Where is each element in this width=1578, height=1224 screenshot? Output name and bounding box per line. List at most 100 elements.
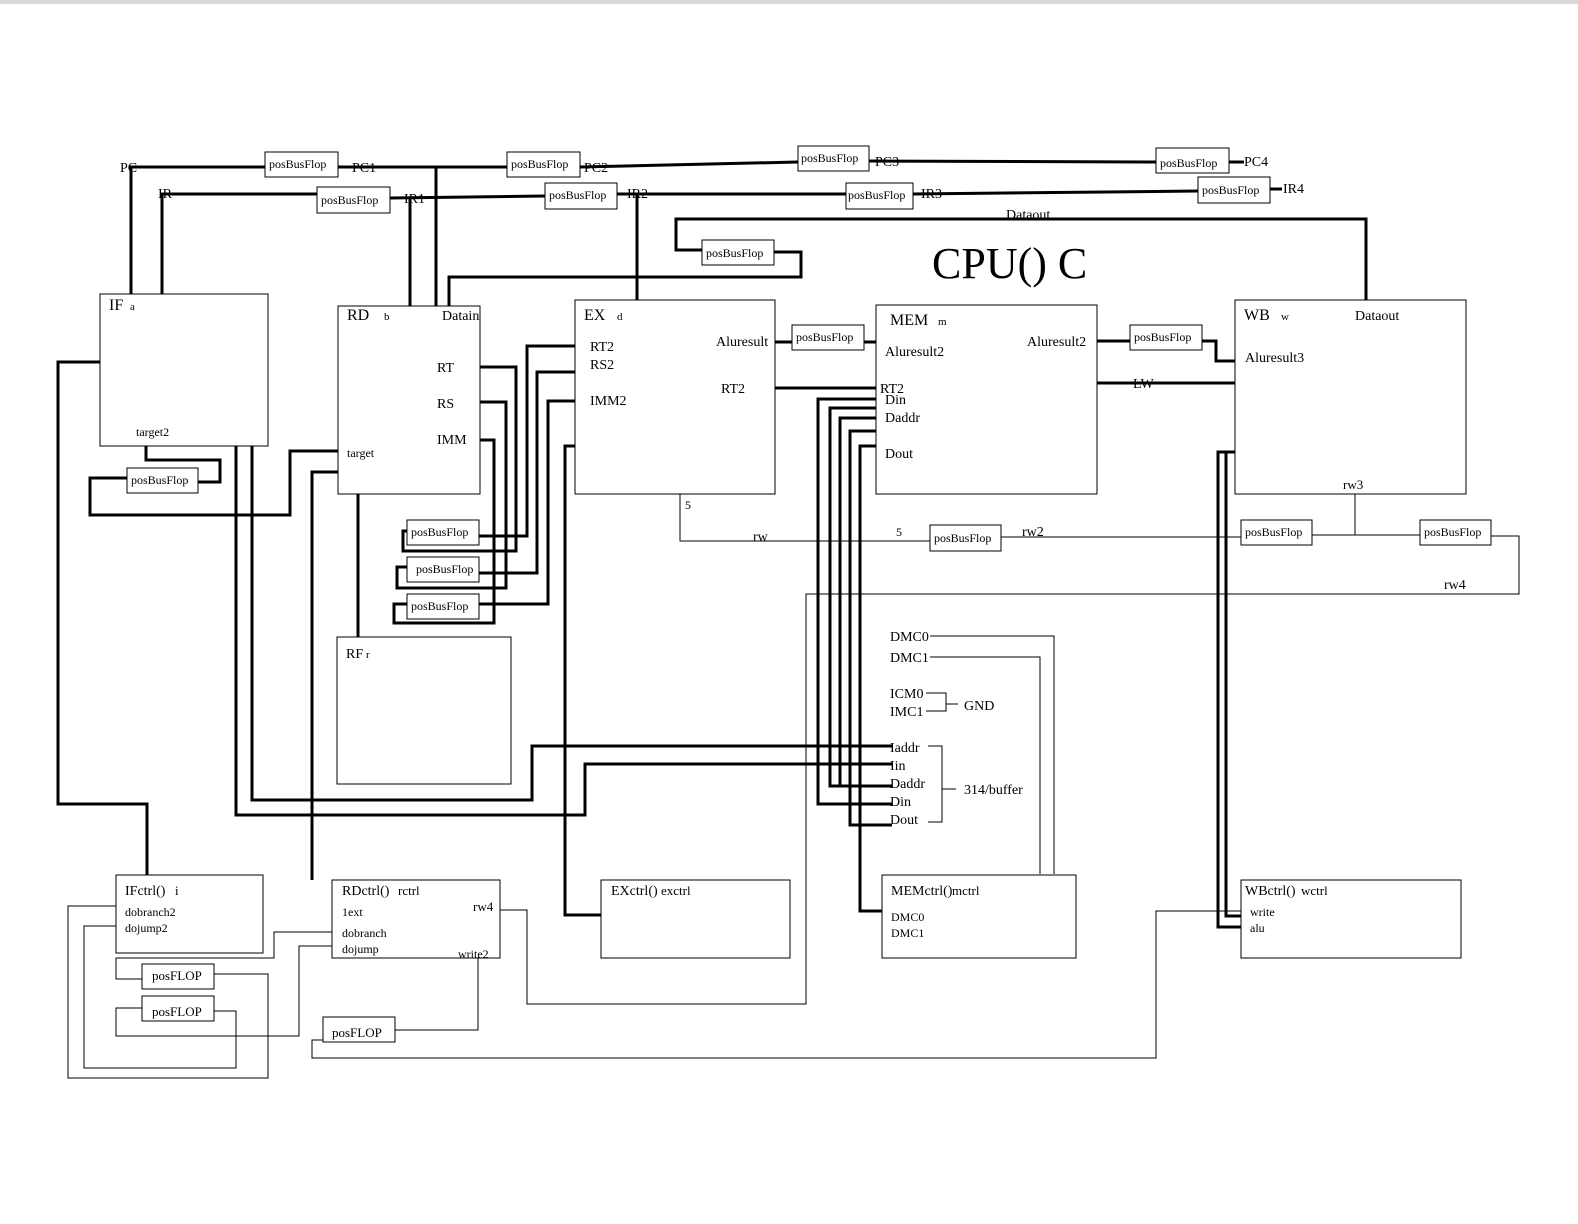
flop-label: posBusFlop (411, 599, 468, 613)
block-ifctrl-inst: i (175, 883, 179, 898)
label-dmc0: DMC0 (890, 630, 929, 645)
block-rf: RF r (336, 636, 512, 785)
block-rdctrl-name: RDctrl() (342, 884, 390, 899)
label-dataout: Dataout (1006, 208, 1050, 223)
block-mem-name: MEM (890, 312, 928, 329)
top-border (0, 0, 1578, 4)
block-rd-name: RD (347, 307, 369, 324)
ctrl-flop-label: posFLOP (152, 1004, 202, 1019)
wire-flop-rs2 (479, 370, 575, 575)
block-memctrl-inst: mctrl (952, 883, 980, 898)
label-pc1: PC1 (352, 161, 376, 176)
wire-daddr-b (838, 416, 876, 786)
port-write: write (1250, 905, 1275, 919)
block-mem-inst: m (938, 316, 947, 328)
port-alu: alu (1250, 921, 1265, 935)
flop-aluresult2: posBusFlop (1129, 324, 1203, 351)
wire-pc3 (868, 159, 1157, 164)
wire-target (88, 449, 338, 517)
flop-imm: posBusFlop (406, 593, 480, 620)
ctrl-flop-label: posFLOP (152, 968, 202, 983)
flop-label: posBusFlop (848, 188, 905, 202)
ctrl-flop-label: posFLOP (332, 1025, 382, 1040)
label-ir4: IR4 (1283, 182, 1304, 197)
wire-rw4 (500, 535, 1520, 1005)
label-pc: PC (120, 161, 137, 176)
wire-pc2 (579, 160, 799, 169)
block-if: IF a target2 (99, 293, 269, 447)
wire-dojump (115, 945, 332, 1037)
flop-label: posBusFlop (801, 151, 858, 165)
port-rw3: rw3 (1343, 477, 1363, 492)
block-ex-name: EX (584, 307, 606, 324)
flop-label: posBusFlop (1134, 330, 1191, 344)
diagram-title: CPU() C (932, 239, 1087, 288)
block-rf-inst: r (366, 649, 370, 661)
flop-rs: posBusFlop (406, 556, 480, 583)
label-dmc1: DMC1 (890, 651, 929, 666)
flop-label: posBusFlop (1202, 183, 1259, 197)
ctrl-flop-write2: posFLOP (322, 1016, 396, 1043)
port-dojump: dojump (342, 942, 379, 956)
flop-ir4: posBusFlop (1197, 176, 1271, 204)
flop-pc3: posBusFlop (797, 145, 870, 172)
label-rw: rw (753, 530, 769, 545)
block-exctrl-name: EXctrl() (611, 884, 658, 899)
block-ex: EX d RT2 RS2 IMM2 Aluresult RT2 (574, 299, 776, 495)
port-rt2-in: RT2 (590, 340, 614, 355)
label-gnd: GND (964, 699, 994, 714)
block-rf-name: RF (346, 647, 363, 662)
flop-aluresult: posBusFlop (791, 324, 865, 351)
flop-label: posBusFlop (416, 562, 473, 576)
block-if-name: IF (109, 297, 123, 314)
wire-flop-imm2 (479, 399, 575, 606)
port-dataout-wb: Dataout (1355, 309, 1399, 324)
wire-wb-wbctrl-b (1224, 452, 1241, 918)
block-memctrl: MEMctrl() mctrl DMC0 DMC1 (881, 874, 1077, 959)
label-ir1: IR1 (404, 192, 425, 207)
port-aluresult3: Aluresult3 (1245, 351, 1304, 366)
port-imm2-in: IMM2 (590, 394, 627, 409)
flop-label: posBusFlop (706, 246, 763, 260)
block-wbctrl: WBctrl() wctrl write alu (1240, 879, 1462, 959)
block-exctrl-inst: exctrl (661, 883, 691, 898)
flop-label: posBusFlop (1424, 525, 1481, 539)
port-dmc1-ctrl: DMC1 (891, 926, 924, 940)
label-dout: Dout (890, 813, 918, 828)
label-ir2: IR2 (627, 187, 648, 202)
wire-buffer (928, 745, 943, 823)
label-icm0: ICM0 (890, 687, 923, 702)
wire-dataout (674, 217, 1368, 300)
block-wbctrl-name: WBctrl() (1245, 884, 1296, 899)
port-datain: Datain (442, 309, 479, 324)
label-imc1: IMC1 (890, 705, 923, 720)
block-wb: WB w Dataout Aluresult3 rw3 (1234, 299, 1467, 495)
block-if-inst: a (130, 301, 135, 313)
label-bus-width-a: 5 (685, 498, 691, 512)
port-dout-mem: Dout (885, 447, 913, 462)
label-rw4: rw4 (1444, 578, 1466, 593)
label-din: Din (890, 795, 911, 810)
flop-ir2: posBusFlop (544, 182, 618, 210)
wire-din (816, 397, 892, 806)
label-bus-width-b: 5 (896, 525, 902, 539)
wire-rd-rdctrl (310, 470, 338, 880)
thin-wires (67, 494, 1520, 1079)
flop-ir3: posBusFlop (845, 182, 914, 210)
port-1ext: 1ext (342, 905, 363, 919)
flop-dataout: posBusFlop (701, 239, 775, 266)
flop-label: posBusFlop (934, 531, 991, 545)
wire-dojump2 (83, 925, 237, 1069)
flop-label: posBusFlop (1160, 156, 1217, 170)
wire-dout (848, 429, 892, 827)
wire-icm0-gnd (926, 692, 947, 712)
flop-label: posBusFlop (321, 193, 378, 207)
port-dobranch2: dobranch2 (125, 905, 176, 919)
wire-rw (679, 494, 930, 542)
wire-rs-flop (395, 400, 508, 590)
wire-write2 (311, 910, 1241, 1059)
wire-ifctrl-if (56, 360, 149, 875)
block-wbctrl-inst: wctrl (1301, 883, 1328, 898)
wire-ir1 (389, 194, 546, 200)
